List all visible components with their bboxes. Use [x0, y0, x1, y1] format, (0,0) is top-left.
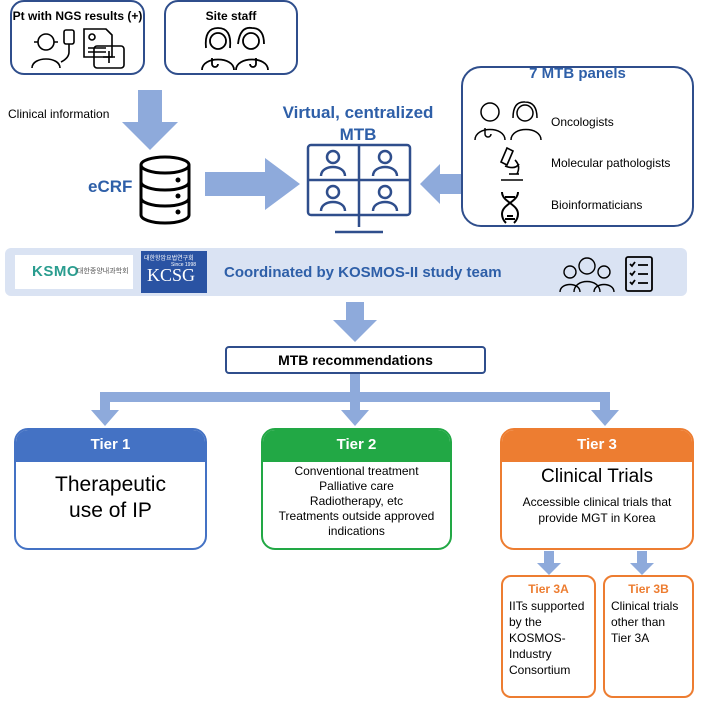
down-arrow-clinical [122, 90, 178, 150]
right-arrow-ecrf [205, 158, 300, 210]
mtb-panels-title: 7 MTB panels [529, 65, 626, 82]
patient-label: Pt with NGS results (+) [12, 9, 143, 23]
database-icon [139, 155, 191, 225]
down-arrow-tier-3b [630, 551, 654, 575]
tier-2-line-3: Radiotherapy, etc [309, 494, 404, 508]
tier-3a-line-4: Industry [509, 647, 552, 661]
tier-2-header: Tier 2 [263, 430, 450, 462]
tier-3b-body: Clinical trials other than Tier 3A [611, 598, 678, 646]
clinical-info-label: Clinical information [8, 107, 110, 121]
patient-icon [31, 28, 125, 69]
ksmo-logo-text: KSMO [32, 263, 79, 280]
tier-2-line-4: Treatments outside approved [278, 509, 435, 523]
virtual-mtb-line2: MTB [339, 125, 377, 144]
ksmo-logo: KSMO 대한종양내과학회 [15, 255, 133, 289]
tier-3b-box: Tier 3B Clinical trials other than Tier … [603, 575, 694, 698]
tier-3-header: Tier 3 [502, 430, 692, 462]
mtb-panels-box: 7 MTB panels Oncologists Molecular patho… [461, 65, 694, 227]
microscope-icon [499, 146, 523, 181]
tier-3-line-2: provide MGT in Korea [538, 511, 656, 525]
video-conference-icon [306, 143, 412, 234]
virtual-mtb-title: Virtual, centralized MTB [268, 102, 448, 146]
kcsg-logo-text: KCSG [147, 265, 196, 285]
tier-2-line-1: Conventional treatment [294, 464, 419, 478]
dna-icon [500, 191, 520, 224]
tier-3b-label: Tier 3B [628, 582, 669, 596]
tier-3-box: Tier 3 Clinical Trials Accessible clinic… [500, 428, 694, 550]
tier-3a-line-3: KOSMOS- [509, 631, 566, 645]
tier-3b-line-2: other than [611, 615, 666, 629]
kcsg-logo: 대한항암요법연구회 KCSG Since 1998 [141, 251, 207, 293]
tier-3a-line-5: Consortium [509, 663, 571, 677]
checklist-icon [625, 256, 653, 292]
team-icon [559, 257, 615, 293]
oncologist-icon [474, 101, 542, 141]
tier-1-box: Tier 1 Therapeutic use of IP [14, 428, 207, 550]
down-arrow-recommendations [333, 302, 377, 342]
tier-1-line-1: Therapeutic [55, 473, 166, 496]
tier-3-title: Clinical Trials [541, 466, 653, 487]
panel-item-bioinformaticians: Bioinformaticians [551, 198, 643, 212]
tier-3a-box: Tier 3A IITs supported by the KOSMOS- In… [501, 575, 596, 698]
recommendations-label: MTB recommendations [278, 352, 433, 368]
ksmo-logo-subtext: 대한종양내과학회 [77, 268, 129, 275]
tier-3b-line-3: Tier 3A [611, 631, 650, 645]
tier-1-line-2: use of IP [69, 499, 152, 522]
tier-3a-line-2: by the [509, 615, 542, 629]
left-arrow-panels [420, 164, 462, 204]
tier-2-body: Conventional treatment Palliative care R… [263, 464, 450, 539]
down-arrow-tier-3a [537, 551, 561, 575]
virtual-mtb-line1: Virtual, centralized [282, 103, 434, 122]
tier-3a-body: IITs supported by the KOSMOS- Industry C… [509, 598, 584, 678]
tier-3-line-1: Accessible clinical trials that [522, 495, 672, 509]
tier-3a-line-1: IITs supported [509, 599, 585, 613]
staff-icon [201, 26, 269, 71]
patient-box: Pt with NGS results (+) [10, 0, 145, 75]
kcsg-since-text: Since 1998 [171, 262, 197, 268]
coordination-text: Coordinated by KOSMOS-II study team [224, 264, 502, 281]
recommendations-box: MTB recommendations [225, 346, 486, 374]
panel-item-molecular-pathologists: Molecular pathologists [551, 156, 671, 170]
staff-box: Site staff [164, 0, 298, 75]
tier-3-body: Accessible clinical trials that provide … [502, 494, 692, 526]
tier-2-line-2: Palliative care [319, 479, 394, 493]
tier-1-body: Therapeutic use of IP [16, 472, 205, 524]
tier-1-header: Tier 1 [16, 430, 205, 462]
tier-3a-label: Tier 3A [528, 582, 569, 596]
kcsg-top-text: 대한항암요법연구회 [144, 256, 194, 262]
tier-3b-line-1: Clinical trials [611, 599, 679, 613]
staff-label: Site staff [205, 9, 257, 23]
panel-item-oncologists: Oncologists [551, 115, 614, 129]
tier-2-box: Tier 2 Conventional treatment Palliative… [261, 428, 452, 550]
ecrf-label: eCRF [88, 177, 133, 196]
tier-2-line-5: indications [328, 524, 385, 538]
branch-connector [91, 374, 619, 426]
